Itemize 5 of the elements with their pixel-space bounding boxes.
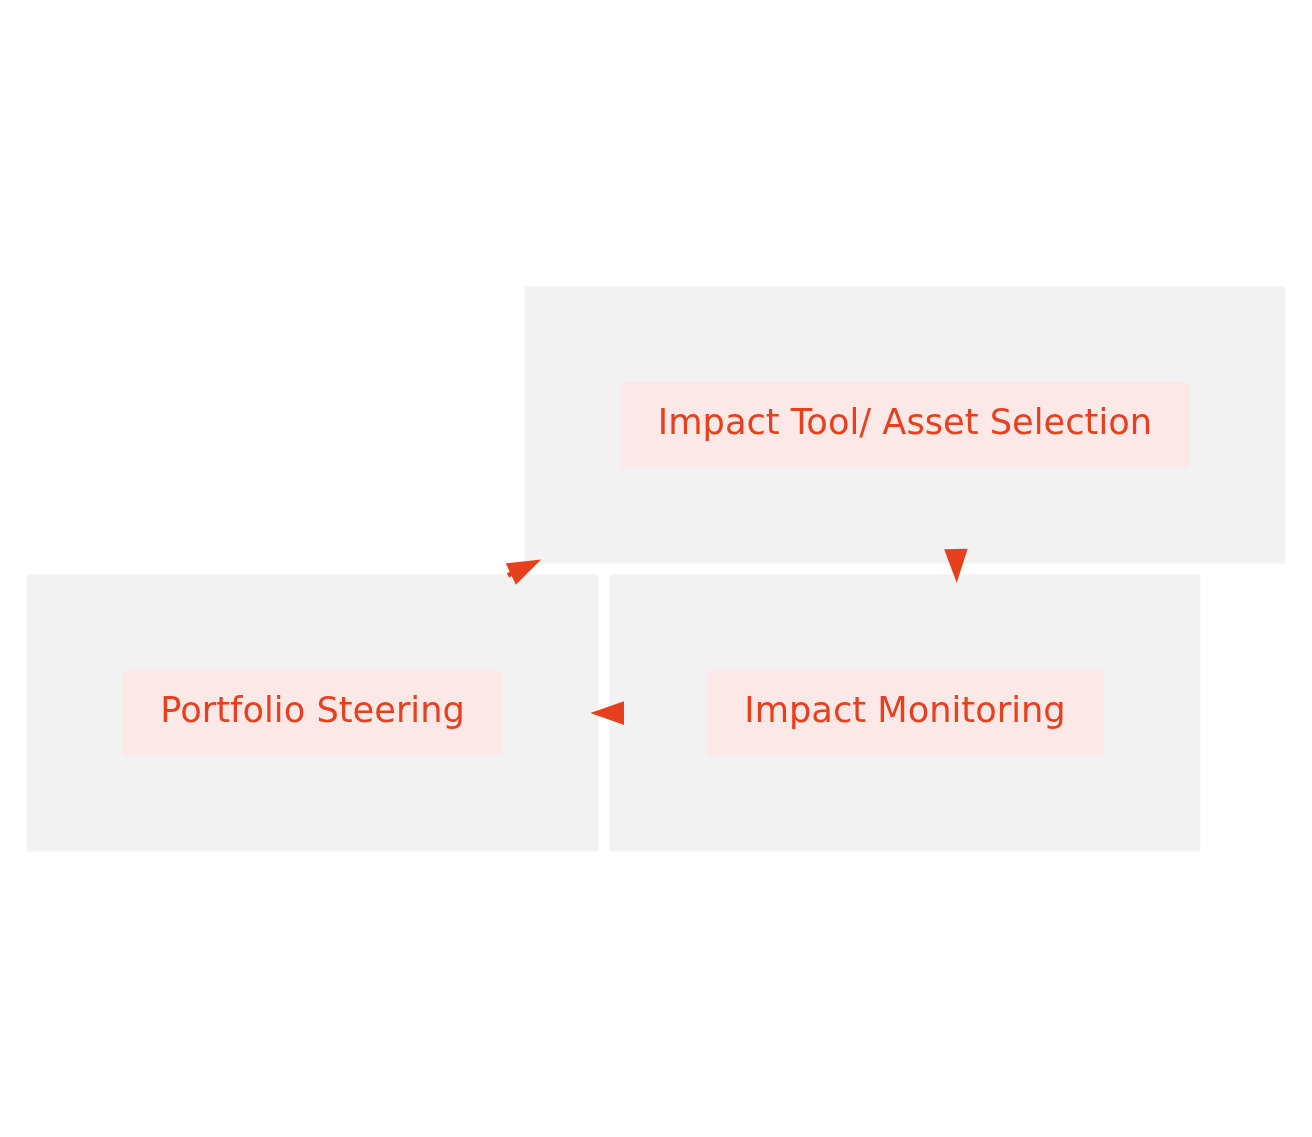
cluster	[26, 574, 599, 852]
cluster	[609, 574, 1201, 852]
arrow	[944, 548, 968, 583]
cluster	[524, 285, 1286, 563]
arrow	[590, 700, 624, 725]
